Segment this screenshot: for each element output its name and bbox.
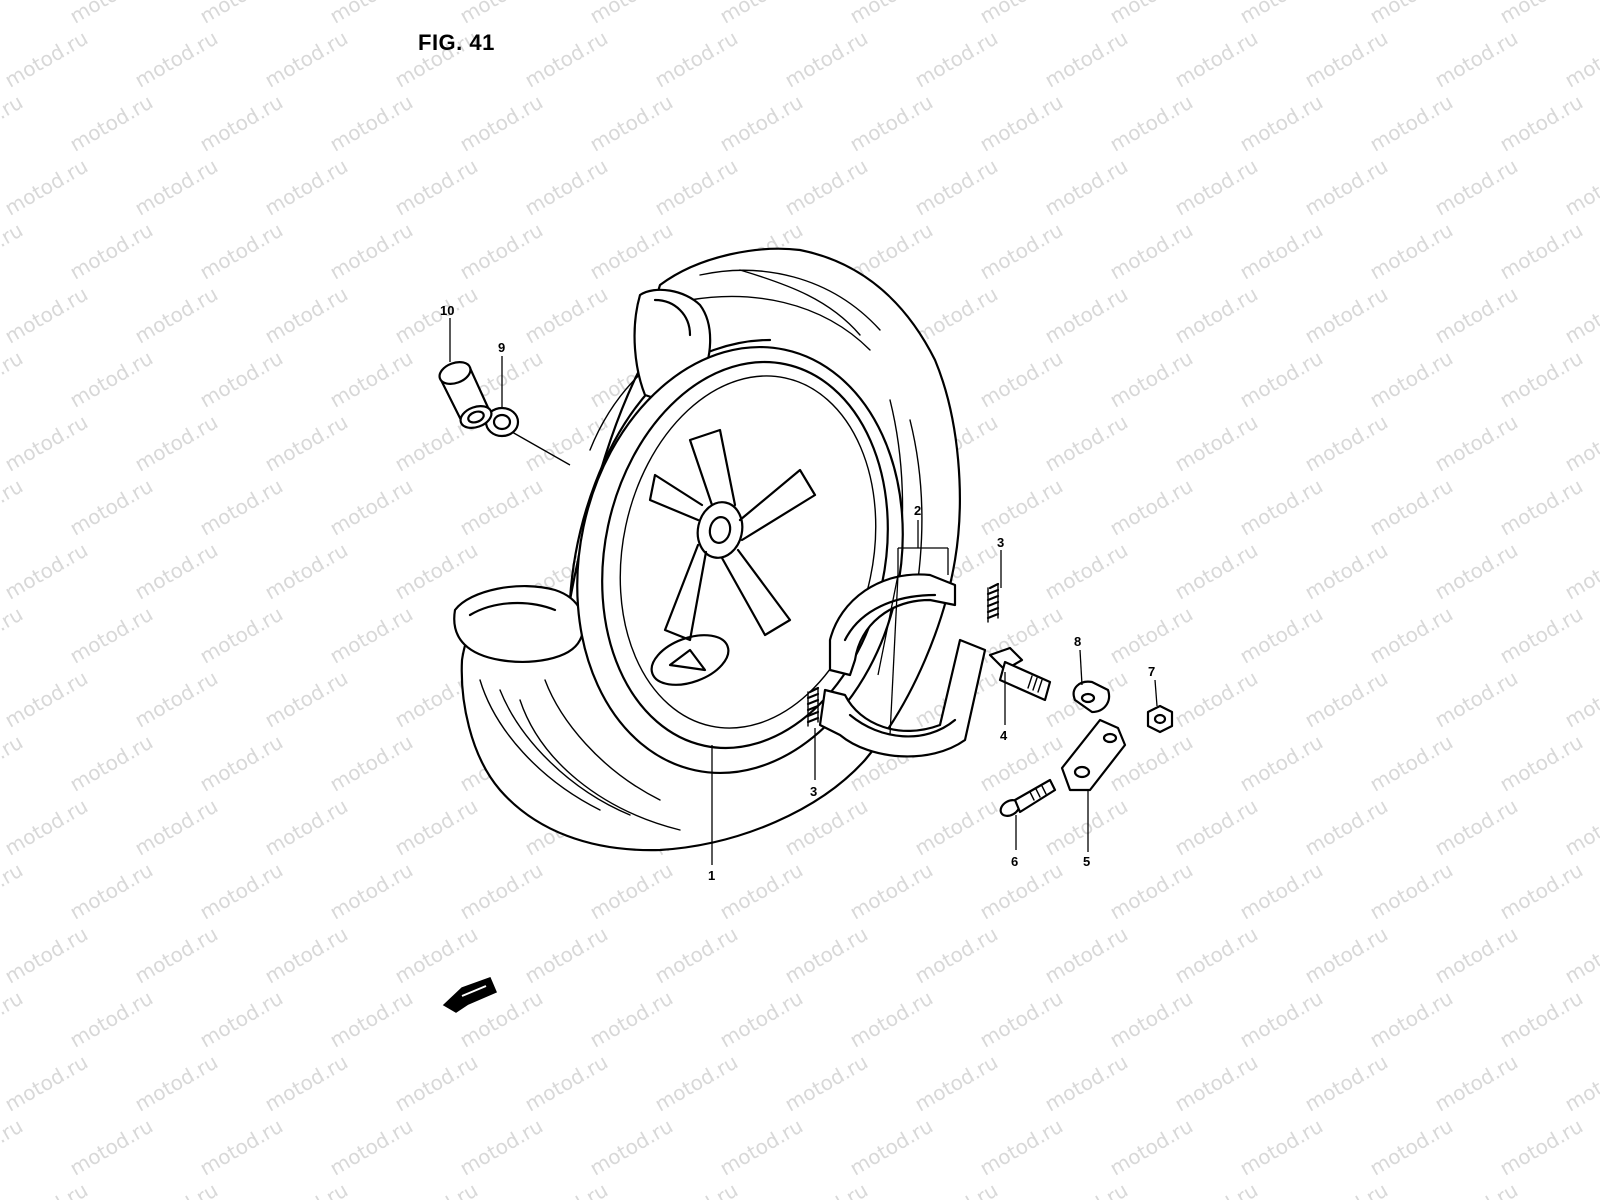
- front-direction-arrow-icon: [442, 977, 497, 1013]
- callout-2: 2: [914, 503, 921, 518]
- lever-nut: [1146, 704, 1174, 734]
- callout-3-lower: 3: [810, 784, 817, 799]
- brake-shoe-set: [818, 573, 987, 758]
- callout-5: 5: [1083, 854, 1090, 869]
- callout-1: 1: [708, 868, 715, 883]
- axle-spacer: [438, 361, 493, 429]
- callout-4: 4: [1000, 728, 1008, 743]
- leader-lines: [449, 318, 1158, 865]
- callout-3-upper: 3: [997, 535, 1004, 550]
- callout-9: 9: [498, 340, 505, 355]
- wheel-rim: [576, 345, 904, 775]
- callout-labels: 10 9 2 3 8 7 4 3 6 5 1: [440, 303, 1155, 883]
- lever-bolt: [999, 778, 1057, 817]
- figure-title: FIG. 41: [418, 30, 495, 55]
- callout-7: 7: [1148, 664, 1155, 679]
- brake-cam: [988, 646, 1052, 702]
- brake-shoe-spring-lower: [806, 686, 820, 727]
- wear-indicator-plate: [1072, 680, 1111, 714]
- callout-8: 8: [1074, 634, 1081, 649]
- callout-6: 6: [1011, 854, 1018, 869]
- brake-cam-lever: [1060, 718, 1127, 792]
- callout-10: 10: [440, 303, 454, 318]
- brake-shoe-spring-upper: [986, 582, 1000, 623]
